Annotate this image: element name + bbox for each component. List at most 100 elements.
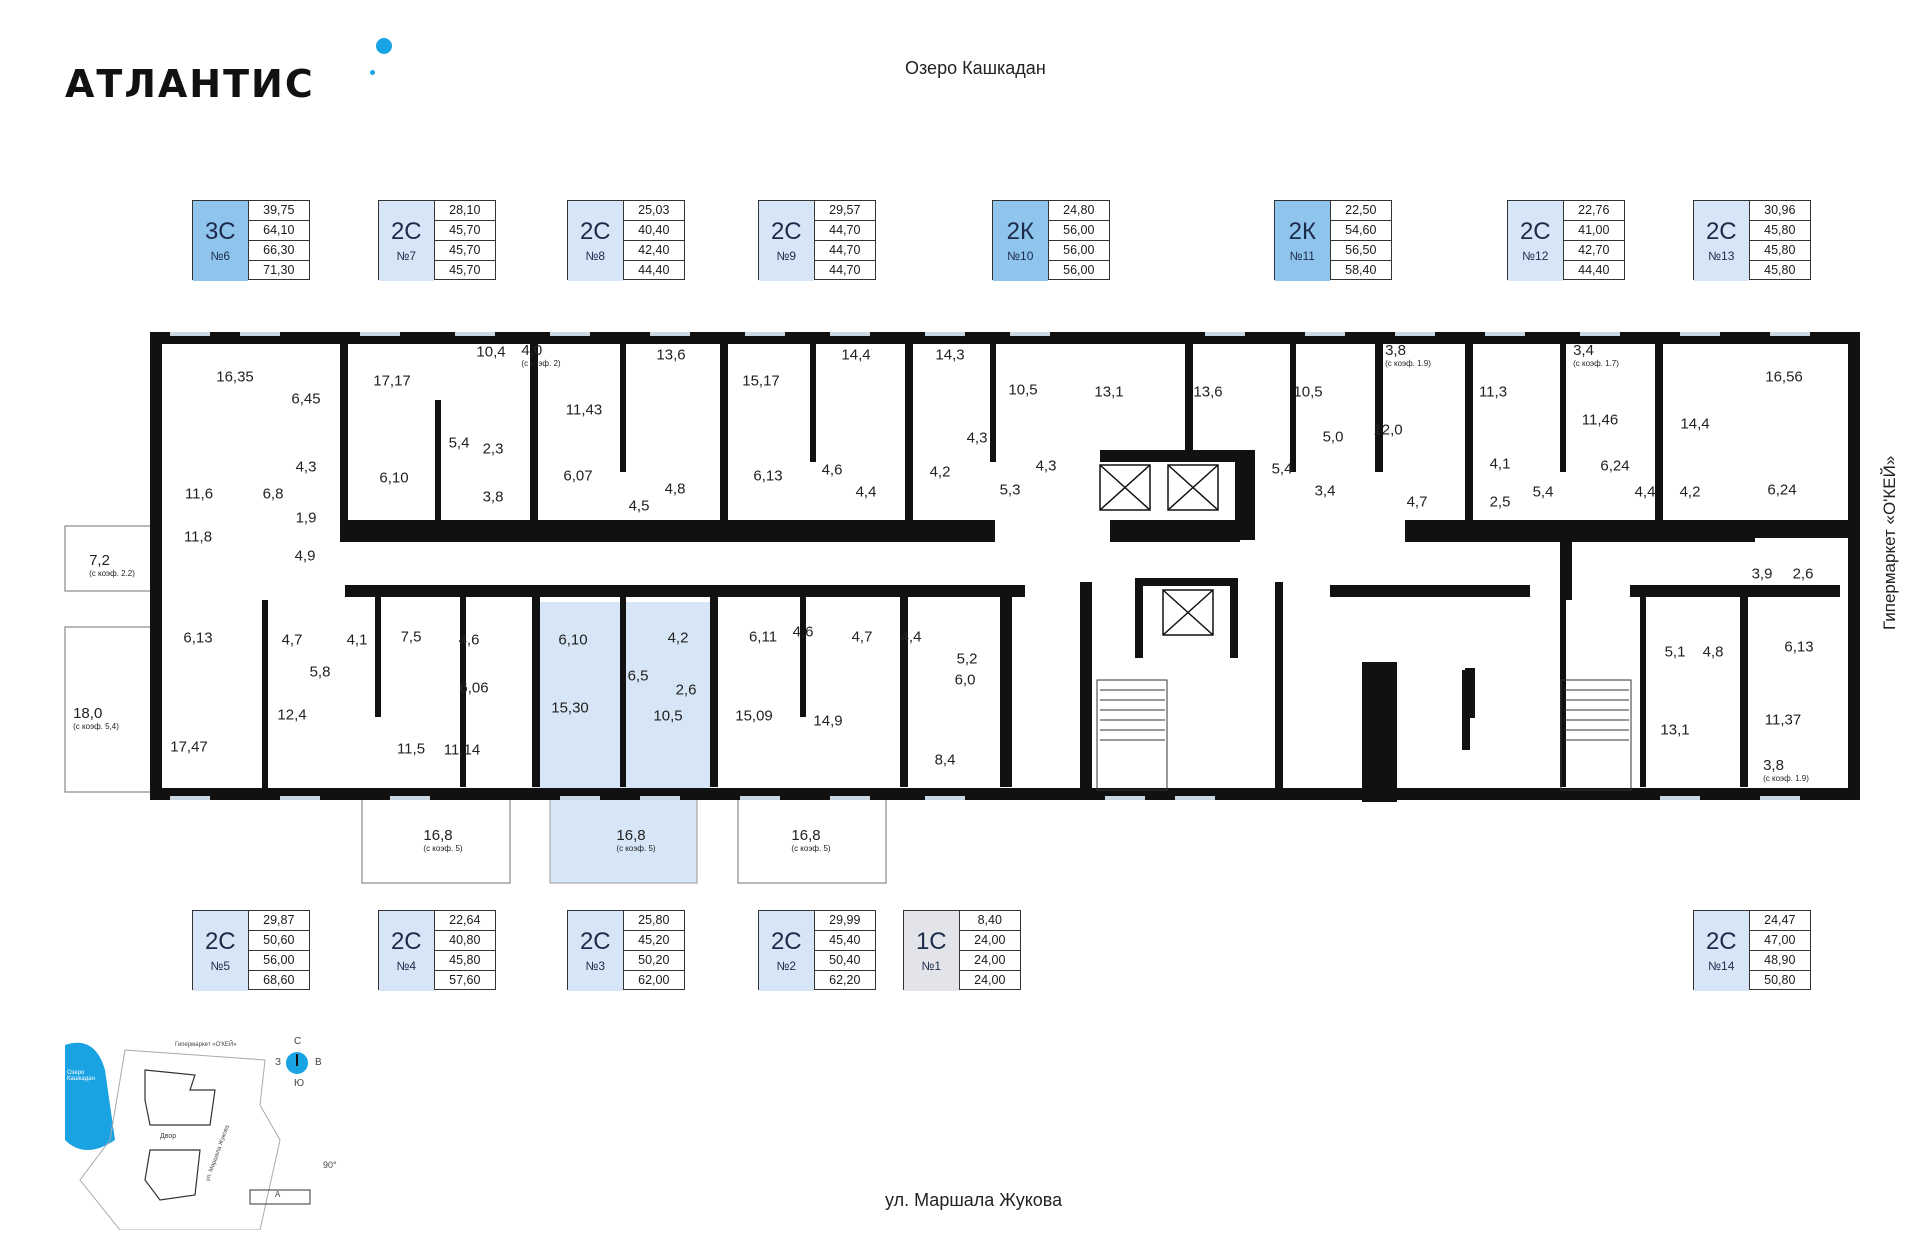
room-area-label: 15,09 — [735, 708, 773, 725]
room-area-label: 11,3 — [1479, 384, 1507, 401]
room-area-label: 7,5 — [401, 629, 422, 646]
area-value: 56,00 — [1048, 221, 1109, 241]
apartment-type: 1С — [915, 928, 947, 955]
apartment-number: №6 — [210, 249, 231, 263]
room-area-value: 4,2 — [667, 629, 689, 647]
compass-west: З — [275, 1057, 282, 1068]
area-value: 25,03 — [623, 201, 684, 221]
room-area-label: 13,1 — [1660, 722, 1689, 739]
area-value: 56,00 — [248, 951, 309, 971]
apartment-type: 2С — [1705, 928, 1737, 955]
area-value: 8,40 — [959, 911, 1020, 931]
room-area-value: 10,5 — [1293, 383, 1323, 401]
area-value: 45,20 — [623, 931, 684, 951]
room-area-note: (с коэф. 5) — [423, 844, 463, 853]
room-area-value: 4,6 — [821, 461, 843, 479]
lake-label: Озеро Кашкадан — [905, 58, 1046, 78]
room-area-value: 6,07 — [563, 467, 593, 485]
room-area-value: 4,3 — [295, 458, 317, 476]
area-value: 22,50 — [1330, 201, 1391, 221]
room-area-note: (с коэф. 1.9) — [1763, 774, 1809, 783]
room-area-value: 14,3 — [935, 346, 965, 364]
area-value: 42,70 — [1563, 241, 1624, 261]
area-value: 29,57 — [814, 201, 875, 221]
room-area-label: 4,8 — [1703, 644, 1724, 661]
area-value: 40,80 — [434, 931, 495, 951]
room-area-value: 16,56 — [1765, 368, 1803, 386]
compass-east: В — [315, 1057, 322, 1068]
area-value: 64,10 — [248, 221, 309, 241]
room-area-value: 4,7 — [281, 631, 303, 649]
room-area-value: 6,10 — [379, 469, 409, 487]
apartment-number: №14 — [1708, 959, 1735, 973]
logo-dot-icon — [376, 38, 392, 54]
room-area-label: 5,4 — [1272, 461, 1293, 478]
room-area-value: 3,8 — [1763, 757, 1784, 774]
room-area-value: 13,1 — [1660, 721, 1690, 739]
room-area-label: 11,46 — [1582, 412, 1618, 429]
area-value: 45,70 — [434, 221, 495, 241]
room-area-value: 14,4 — [1680, 415, 1710, 433]
street-label: ул. Маршала Жукова — [885, 1190, 1063, 1210]
room-area-label: 10,5 — [1008, 382, 1037, 399]
room-area-label: 2,5 — [1490, 494, 1511, 511]
room-area-label: 4,0(с коэф. 2) — [521, 342, 560, 368]
room-area-label: 4,1 — [347, 632, 368, 649]
area-value: 45,80 — [1749, 241, 1810, 261]
brand-logo: АТЛАНТИС — [65, 38, 392, 106]
room-area-label: 4,3 — [1036, 458, 1057, 475]
room-area-value: 5,4 — [448, 434, 470, 452]
room-area-value: 4,8 — [1702, 643, 1724, 661]
area-value: 42,40 — [623, 241, 684, 261]
room-area-label: 6,24 — [1767, 482, 1796, 499]
room-area-label: 5,0 — [1323, 429, 1344, 446]
room-area-value: 6,0 — [954, 671, 976, 689]
area-value: 45,70 — [449, 263, 481, 277]
highlighted-balcony — [549, 789, 698, 884]
room-area-label: 5,1 — [1665, 644, 1686, 661]
room-area-value: 7,2 — [89, 552, 110, 569]
room-area-value: 12,0 — [1373, 421, 1403, 439]
room-area-label: 13,1 — [1094, 384, 1123, 401]
room-area-label: 6,10 — [558, 632, 587, 649]
room-area-label: 8,4 — [935, 752, 956, 769]
room-area-label: 6,24 — [1600, 458, 1629, 475]
area-value: 50,20 — [623, 951, 684, 971]
room-area-label: 4,4 — [1635, 484, 1656, 501]
room-area-value: 3,9 — [1751, 565, 1773, 583]
room-area-label: 3,9 — [1752, 566, 1773, 583]
area-value: 50,40 — [814, 951, 875, 971]
room-area-value: 10,5 — [1008, 381, 1038, 399]
room-area-label: 6,5 — [628, 668, 649, 685]
room-area-value: 6,5 — [627, 667, 649, 685]
room-area-label: 16,56 — [1765, 369, 1803, 386]
room-area-label: 3,8(с коэф. 1.9) — [1763, 757, 1809, 783]
room-area-value: 11,8 — [183, 528, 213, 546]
